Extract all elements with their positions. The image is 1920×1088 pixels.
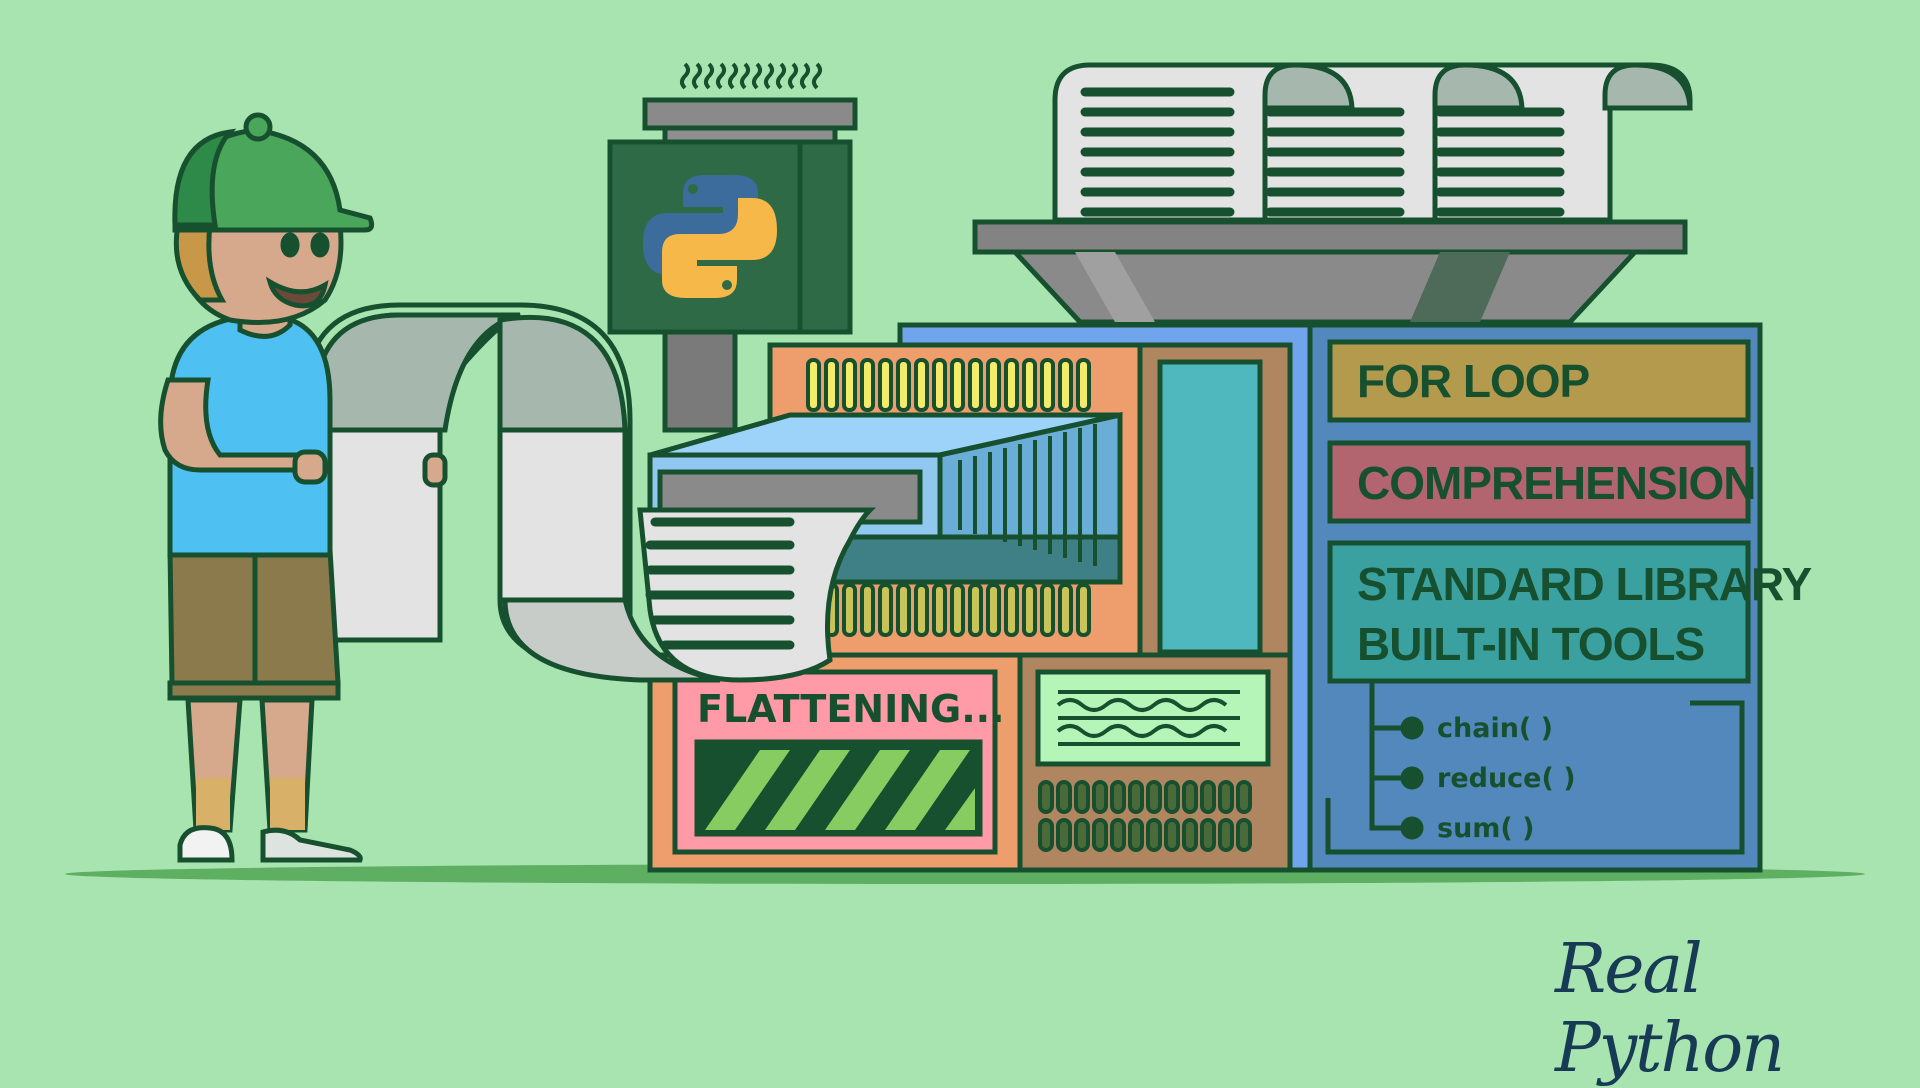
paper-scroll (232, 302, 877, 683)
person-character (158, 112, 448, 863)
paper-hopper (972, 62, 1693, 325)
real-python-logo: Real Python (1555, 930, 1785, 1088)
machine-body (647, 322, 1763, 873)
python-logo-icon (643, 175, 777, 298)
flattening-status-label: FLATTENING... (697, 687, 1005, 731)
comprehension-label: COMPREHENSION (1357, 457, 1755, 509)
function-sum: sum( ) (1437, 813, 1535, 844)
standard-library-label: STANDARD LIBRARY (1357, 558, 1812, 610)
steam-icon (680, 62, 822, 90)
built-in-tools-label: BUILT-IN TOOLS (1357, 618, 1704, 670)
for-loop-label: FOR LOOP (1357, 355, 1590, 407)
function-chain: chain( ) (1437, 713, 1553, 744)
function-reduce: reduce( ) (1437, 763, 1576, 794)
